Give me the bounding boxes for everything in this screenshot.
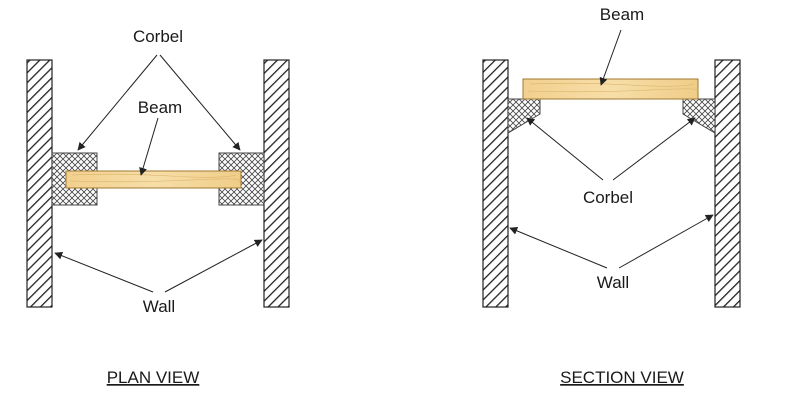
plan-left-wall (26, 59, 53, 308)
section-view-title: SECTION VIEW (560, 368, 684, 387)
section-right-corbel (682, 98, 716, 134)
section-beam (522, 78, 699, 100)
section-right-wall (714, 59, 741, 308)
section-corbel-label: Corbel (583, 188, 633, 207)
section-corbel-arrow-right (612, 117, 696, 181)
plan-corbel-arrow-right (159, 54, 241, 151)
plan-wall-label: Wall (143, 297, 175, 316)
section-view: Beam Corbel Wall SECTION VIEW (482, 5, 741, 387)
section-beam-arrow (599, 29, 622, 86)
section-wall-arrow-right (618, 214, 714, 269)
plan-beam (65, 170, 242, 189)
plan-wall-arrow-left (54, 251, 154, 293)
plan-view-title: PLAN VIEW (107, 368, 200, 387)
plan-beam-arrow (139, 117, 159, 176)
section-left-wall (482, 59, 509, 308)
section-wall-arrow-left (509, 227, 608, 269)
plan-wall-arrow-right (164, 239, 263, 293)
plan-corbel-arrow-left (77, 54, 158, 151)
section-left-corbel (507, 98, 541, 134)
plan-right-wall (263, 59, 290, 308)
section-wall-label: Wall (597, 273, 629, 292)
plan-beam-label: Beam (138, 98, 182, 117)
plan-view: Corbel Beam Wall PLAN VIEW (26, 27, 290, 387)
section-corbel-arrow-left (526, 117, 604, 181)
section-beam-label: Beam (600, 5, 644, 24)
plan-corbel-label: Corbel (133, 27, 183, 46)
